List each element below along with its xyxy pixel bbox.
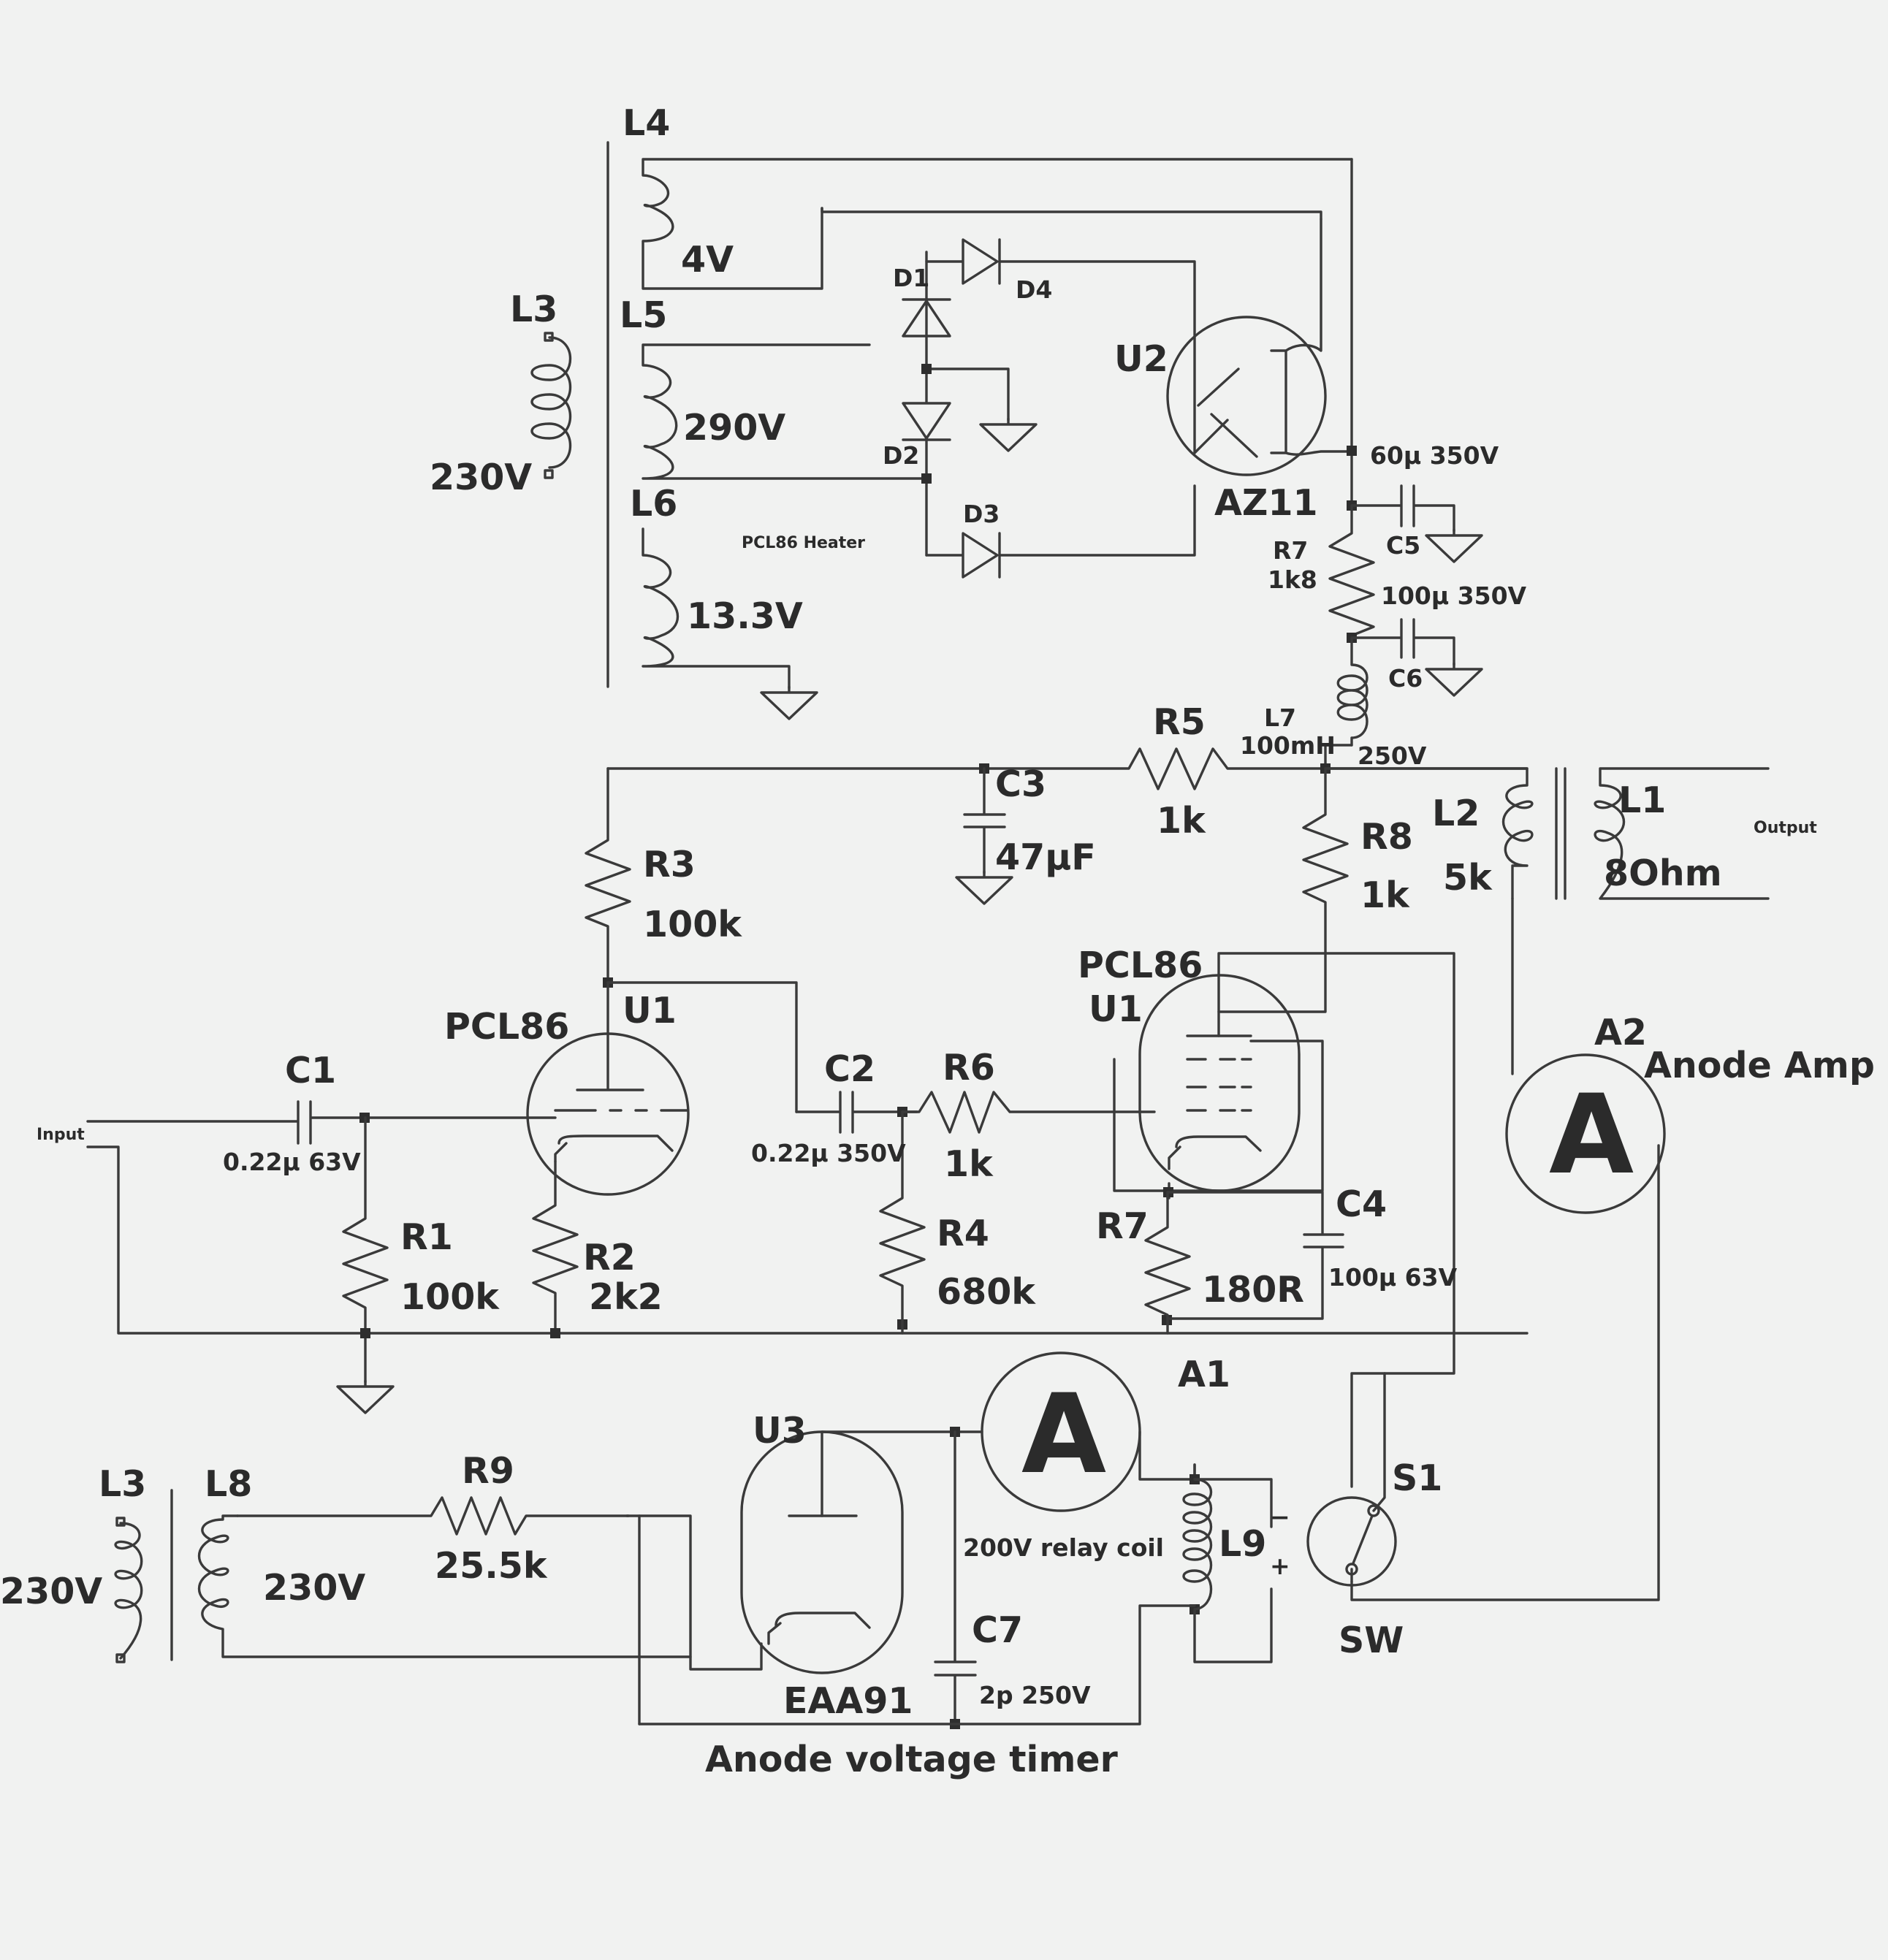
l9-plus: +: [1270, 1552, 1290, 1580]
r5-label: R5: [1153, 701, 1206, 743]
r2-value: 2k2: [589, 1276, 663, 1318]
l2-label: L2: [1432, 793, 1480, 834]
timer-title: Anode voltage timer: [705, 1739, 1119, 1780]
relay-switch-section: A A1 S1 SW L9 − + 200V relay coil: [963, 1351, 1442, 1663]
transformer-primary-l3: L3 230V: [430, 289, 572, 498]
c6-value: 100µ 350V: [1381, 581, 1527, 610]
r1-label: R1: [400, 1216, 453, 1258]
a2-name: Anode Amp: [1644, 1045, 1875, 1086]
c4-value: 100µ 63V: [1328, 1263, 1458, 1292]
winding-l5: L5 290V: [620, 294, 928, 480]
r8-value: 1k: [1360, 874, 1410, 916]
b-plus-label: 250V: [1358, 741, 1427, 770]
r1-value: 100k: [400, 1276, 500, 1318]
diode-bridge: D1 D2 D3 D4: [883, 238, 1196, 579]
c1-value: 0.22µ 63V: [223, 1148, 361, 1176]
first-stage-triode: R3 100k PCL86 U1 R2 2k2: [444, 767, 798, 1331]
r4-value: 680k: [937, 1271, 1036, 1313]
d2-label: D2: [883, 441, 919, 470]
s1-type: SW: [1339, 1620, 1404, 1661]
l9-minus: −: [1270, 1503, 1290, 1531]
d1-label: D1: [893, 264, 929, 292]
a1-label: A1: [1178, 1354, 1230, 1395]
l2-value: 5k: [1443, 857, 1493, 899]
l7-value: 100mH: [1240, 731, 1336, 760]
r4-label: R4: [937, 1213, 989, 1254]
l3-bottom-value: 230V: [0, 1571, 102, 1612]
u3-type: EAA91: [783, 1680, 913, 1722]
power-transformer: L3 230V L4 4V L5 290V L6 13.3V PCL86 Hea…: [430, 102, 1353, 720]
c3-label: C3: [995, 763, 1046, 805]
r7-top-value: 1k8: [1268, 565, 1317, 594]
c2-label: C2: [824, 1048, 875, 1090]
l3-top-label: L3: [510, 289, 557, 330]
l8-label: L8: [205, 1463, 252, 1505]
c1-label: C1: [285, 1050, 336, 1091]
winding-l6: L6 13.3V PCL86 Heater: [630, 483, 865, 720]
u3-label: U3: [753, 1410, 807, 1452]
u1-left-label: U1: [623, 990, 677, 1032]
input-stage: Input C1 0.22µ 63V R1 100k: [37, 1050, 1529, 1414]
l4-label: L4: [623, 102, 670, 144]
r9-value: 25.5k: [435, 1545, 548, 1587]
a2-meter-symbol: A: [1549, 1072, 1634, 1199]
l9-label: L9: [1219, 1523, 1266, 1565]
r3-label: R3: [643, 844, 696, 885]
l7-label: L7: [1264, 703, 1296, 732]
r6-value: 1k: [944, 1143, 994, 1185]
r2-label: R2: [583, 1237, 636, 1278]
c7-value: 2p 250V: [979, 1681, 1091, 1709]
l4-voltage: 4V: [681, 239, 734, 281]
l8-value: 230V: [263, 1567, 365, 1609]
c7-label: C7: [972, 1609, 1023, 1651]
c3-value: 47µF: [995, 836, 1096, 878]
u2-label: U2: [1114, 338, 1168, 380]
psu-filter: 60µ 350V C5 R7 1k8 100µ 350V C6 L7 100mH…: [1240, 158, 1527, 770]
l6-voltage: 13.3V: [687, 595, 803, 637]
output-transformer: R8 1k L2 5k L1 8Ohm Output: [1217, 767, 1817, 1075]
winding-l4: L4 4V: [623, 102, 1353, 290]
c4-label: C4: [1336, 1183, 1387, 1225]
r9-label: R9: [462, 1450, 514, 1492]
u1-left-type: PCL86: [444, 1006, 569, 1048]
c2-value: 0.22µ 350V: [751, 1139, 906, 1167]
c5-value: 60µ 350V: [1370, 441, 1499, 470]
l5-voltage: 290V: [683, 407, 785, 449]
d4-label: D4: [1016, 275, 1052, 304]
u2-type: AZ11: [1214, 482, 1318, 524]
l5-label: L5: [620, 294, 667, 336]
r7-label: R7: [1096, 1205, 1149, 1247]
l3-top-voltage: 230V: [430, 457, 532, 498]
l1-label: L1: [1618, 779, 1666, 821]
rectifier-tube-u2: U2 AZ11: [821, 207, 1353, 524]
u1-right-label: U1: [1089, 988, 1143, 1030]
r3-value: 100k: [643, 904, 742, 945]
r5-value: 1k: [1157, 800, 1206, 842]
r6-label: R6: [943, 1047, 995, 1088]
input-label: Input: [37, 1126, 85, 1144]
anode-voltage-timer: U3 EAA91 C7 2p 250V R9 25.5k L8 230V L3 …: [0, 1410, 1196, 1780]
a1-meter-symbol: A: [1021, 1371, 1106, 1498]
l6-note: PCL86 Heater: [742, 534, 865, 552]
l1-value: 8Ohm: [1604, 853, 1722, 894]
b-plus-rail: C3 47µF R5 1k: [606, 701, 1529, 905]
s1-label: S1: [1392, 1457, 1442, 1499]
anode-ammeter-a2: A A2 Anode Amp: [1350, 1012, 1875, 1601]
r7-top-label: R7: [1273, 536, 1308, 565]
u1-right-type: PCL86: [1078, 945, 1203, 986]
l6-label: L6: [630, 483, 677, 525]
r7-value: 180R: [1202, 1269, 1304, 1311]
output-pentode: PCL86 U1 R7 180R C4 100µ 63V: [1078, 945, 1458, 1488]
a2-label: A2: [1594, 1012, 1647, 1053]
c5-label: C5: [1386, 531, 1420, 560]
l3-bottom-label: L3: [99, 1463, 146, 1505]
d3-label: D3: [963, 500, 1000, 528]
relay-coil-label: 200V relay coil: [963, 1533, 1164, 1562]
output-label: Output: [1754, 819, 1817, 837]
r8-label: R8: [1360, 816, 1413, 858]
coupling-network: C2 0.22µ 350V R6 1k R4 680k: [751, 1047, 1156, 1335]
c6-label: C6: [1388, 664, 1423, 693]
